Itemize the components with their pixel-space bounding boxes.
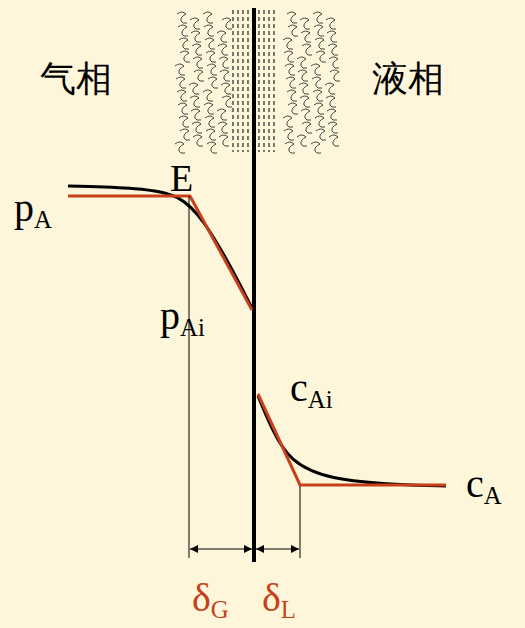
gas-profile — [68, 186, 252, 308]
liquid-profile — [258, 396, 446, 486]
turbulence-marks — [175, 12, 340, 153]
liquid-film-model — [258, 394, 446, 485]
profile-symbol: cA — [466, 464, 502, 504]
interface-line — [252, 8, 256, 562]
gas-film-model — [68, 196, 252, 310]
film-dimension — [189, 196, 300, 558]
phase-label: 液相 — [372, 61, 444, 97]
profile-symbol: δG — [192, 578, 229, 618]
profile-symbol: δL — [262, 578, 296, 618]
profile-symbol: pA — [14, 188, 52, 228]
phase-label: 气相 — [40, 61, 112, 97]
profile-symbol: E — [170, 159, 193, 197]
profile-symbol: cAi — [290, 368, 333, 408]
profile-symbol: pAi — [160, 296, 205, 336]
